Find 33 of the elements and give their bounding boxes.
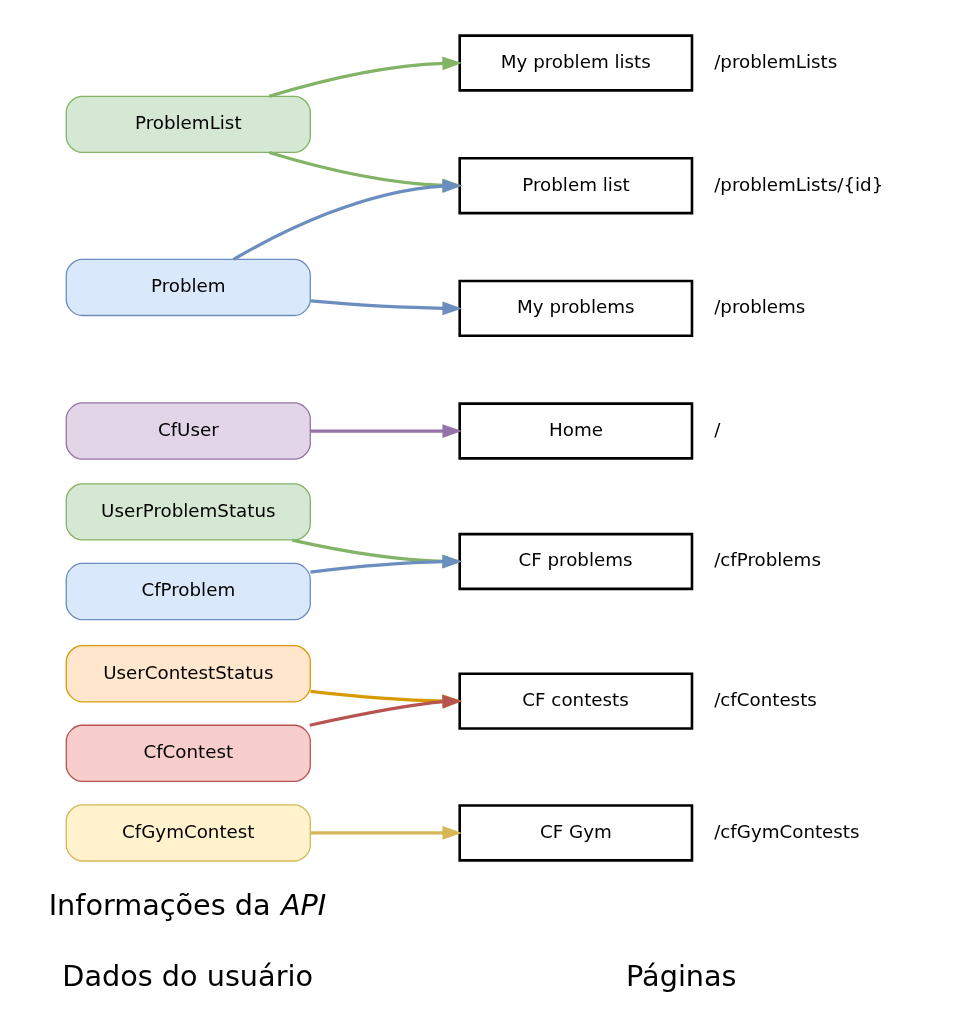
label: Páginas: [626, 959, 737, 994]
node-box: CF contests: [458, 672, 694, 730]
node-box: CF Gym: [458, 804, 694, 862]
node-box: UserProblemStatus: [65, 483, 311, 541]
node-box: CfUser: [65, 402, 311, 460]
arrow: [310, 424, 463, 438]
node-box: ProblemList: [65, 95, 311, 154]
node-label: /problemLists: [714, 50, 838, 72]
label: Dados do usuário: [62, 959, 313, 994]
arrow: [310, 826, 463, 840]
node-label: /: [714, 418, 721, 440]
arrow: [268, 150, 463, 193]
node-box: Problem list: [458, 156, 694, 215]
arrow: [310, 299, 463, 316]
node-box: Home: [458, 402, 694, 460]
node-label: /cfProblems: [714, 549, 821, 571]
node-box: CF problems: [458, 532, 694, 591]
node-label: /cfGymContests: [714, 820, 860, 842]
label: Informações da API: [48, 887, 327, 922]
node-label: /cfContests: [714, 688, 817, 710]
arrow: [310, 554, 463, 574]
node-box: CfGymContest: [65, 804, 311, 862]
node-box: CfProblem: [65, 562, 311, 621]
arrow: [232, 179, 463, 261]
node-box: CfContest: [65, 724, 311, 783]
arrow: [291, 538, 463, 569]
node-label: /problemLists/{id}: [714, 173, 884, 195]
node-box: Problem: [65, 258, 311, 317]
node-box: UserContestStatus: [65, 645, 311, 703]
node-label: /problems: [714, 296, 806, 318]
node-box: My problems: [458, 279, 694, 338]
arrow: [268, 56, 463, 98]
node-box: My problem lists: [458, 34, 694, 92]
